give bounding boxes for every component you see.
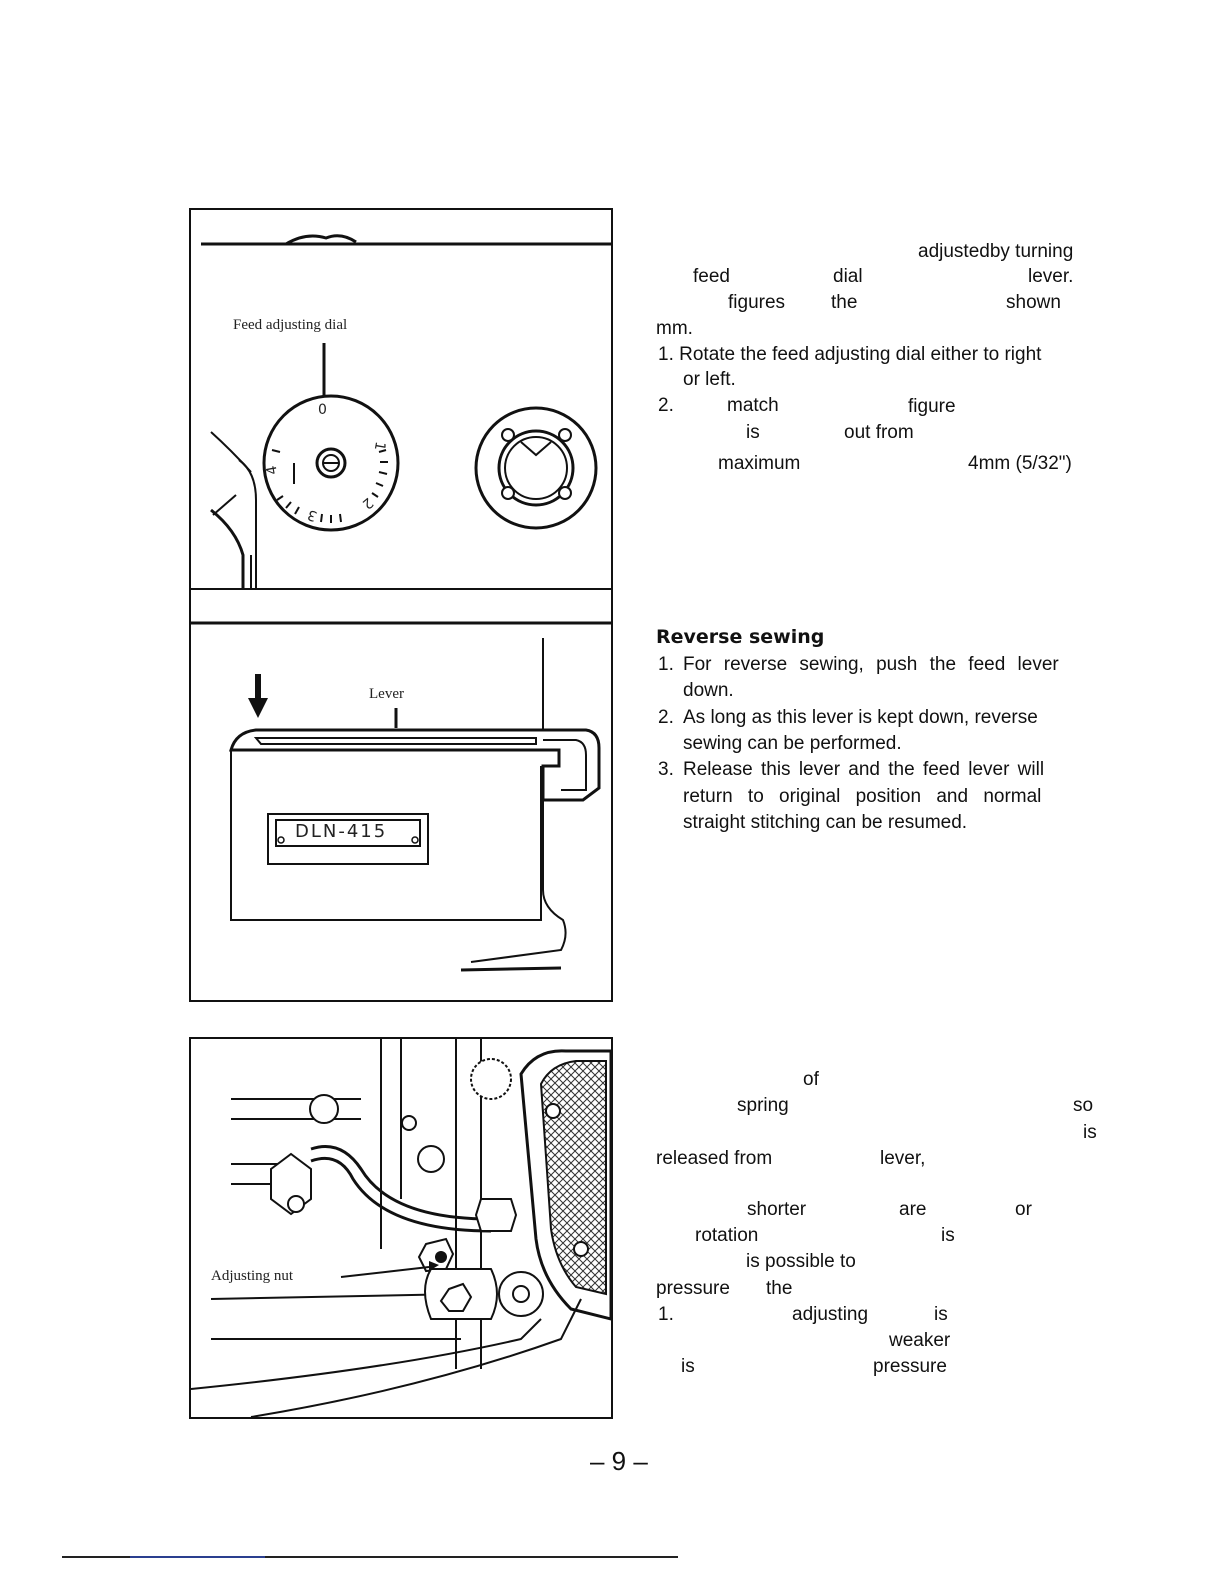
s3-released-from: released from: [656, 1148, 773, 1169]
s3-is-2: is: [941, 1225, 955, 1246]
adjusting-nut-illustration: [191, 1039, 611, 1417]
feed-dial-illustration: [201, 234, 611, 588]
s1-shown: shown: [1006, 292, 1061, 313]
bottom-rule: [62, 1556, 678, 1558]
s1-step1: 1. Rotate the feed adjusting dial either…: [658, 344, 1042, 365]
s3-or: or: [1015, 1199, 1032, 1220]
bottom-rule-accent: [130, 1556, 265, 1558]
s2-item3-num: 3.: [658, 759, 674, 780]
lever-caption: Lever: [369, 686, 404, 702]
s1-mm: mm.: [656, 318, 693, 339]
page-number: – 9 –: [590, 1446, 648, 1476]
s1-adjusted-by-turning: adjustedby turning: [918, 241, 1074, 262]
adjusting-nut-caption: Adjusting nut: [209, 1268, 296, 1285]
s3-pressure-2: pressure: [873, 1356, 947, 1377]
s2-item2-num: 2.: [658, 707, 674, 728]
s3-lever: lever,: [880, 1148, 926, 1169]
s3-are: are: [899, 1199, 927, 1220]
s2-item3-line2: return to original position and normal: [683, 786, 1042, 807]
s2-item3-line3: straight stitching can be resumed.: [683, 812, 968, 833]
s3-is-3: is: [934, 1304, 948, 1325]
lever-illustration: [191, 621, 611, 972]
s3-adjusting: adjusting: [792, 1304, 869, 1325]
s1-figure: figure: [908, 396, 956, 417]
s1-dial: dial: [833, 266, 863, 287]
feed-dial-caption: Feed adjusting dial: [233, 317, 348, 333]
s3-is-possible-to: is possible to: [746, 1251, 856, 1272]
figure-feed-dial: Feed adjusting dial 0 1 2 3 4: [189, 208, 613, 590]
s2-item2-line2: sewing can be performed.: [683, 733, 902, 754]
s1-feed: feed: [693, 266, 730, 287]
s3-rotation: rotation: [695, 1225, 759, 1246]
figure-adjusting-nut: Adjusting nut: [189, 1037, 613, 1419]
s3-spring: spring: [737, 1095, 789, 1116]
model-plate-text: DLN-415: [295, 821, 388, 842]
s3-num-1: 1.: [658, 1304, 674, 1325]
s3-so: so: [1073, 1095, 1094, 1116]
s3-weaker: weaker: [889, 1330, 951, 1351]
s1-out-from: out from: [844, 422, 914, 443]
s1-the: the: [831, 292, 858, 313]
s1-step1-cont: or left.: [683, 369, 736, 390]
s3-shorter: shorter: [747, 1199, 807, 1220]
s2-item1-num: 1.: [658, 654, 674, 675]
s1-figures: figures: [728, 292, 786, 313]
s3-of: of: [803, 1069, 819, 1090]
s1-is: is: [746, 422, 760, 443]
s1-4mm: 4mm (5/32"): [968, 453, 1072, 474]
s1-step2-num: 2.: [658, 395, 674, 416]
s2-item2-line1: As long as this lever is kept down, reve…: [683, 707, 1038, 728]
s3-is-1: is: [1083, 1122, 1097, 1143]
s3-the: the: [766, 1278, 793, 1299]
s3-pressure-1: pressure: [656, 1278, 730, 1299]
reverse-sewing-heading: Reverse sewing: [656, 626, 825, 648]
s1-lever: lever.: [1028, 266, 1074, 287]
s1-maximum: maximum: [718, 453, 801, 474]
dial-mark-0: 0: [318, 402, 327, 418]
s1-match: match: [727, 395, 779, 416]
s2-item1-line1: For reverse sewing, push the feed lever: [683, 654, 1059, 675]
s2-item1-line2: down.: [683, 680, 734, 701]
s3-is-4: is: [681, 1356, 695, 1377]
figure-reverse-lever: Lever DLN-415: [189, 588, 613, 1002]
s2-item3-line1: Release this lever and the feed lever wi…: [683, 759, 1045, 780]
